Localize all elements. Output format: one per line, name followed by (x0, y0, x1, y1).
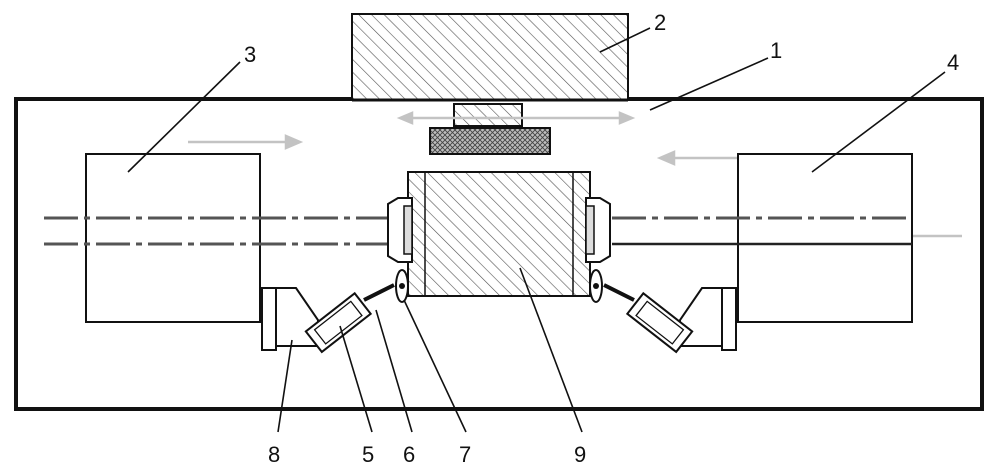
right-piston-rod (604, 285, 634, 300)
callout-7: 7 (459, 442, 471, 467)
callout-2: 2 (654, 10, 666, 35)
right-bracket-base (722, 288, 736, 350)
left-headstock (86, 154, 260, 322)
left-roller-hub (399, 283, 405, 289)
workpiece (408, 172, 590, 296)
left-cylinder (306, 293, 371, 352)
right-tailstock (738, 154, 912, 322)
right-cylinder (627, 293, 692, 352)
grinding-wheel (430, 128, 550, 154)
left-bracket-base (262, 288, 276, 350)
callout-8: 8 (268, 442, 280, 467)
callout-5: 5 (362, 442, 374, 467)
callout-6: 6 (403, 442, 415, 467)
right-chuck-jaw (586, 206, 594, 254)
callout-9: 9 (574, 442, 586, 467)
spindle-neck (454, 104, 522, 126)
left-piston-rod (364, 285, 394, 300)
callout-4: 4 (947, 50, 959, 75)
callout-1: 1 (770, 38, 782, 63)
left-chuck-jaw (404, 206, 412, 254)
callout-3: 3 (244, 42, 256, 67)
top-block (352, 14, 628, 100)
right-roller-hub (593, 283, 599, 289)
